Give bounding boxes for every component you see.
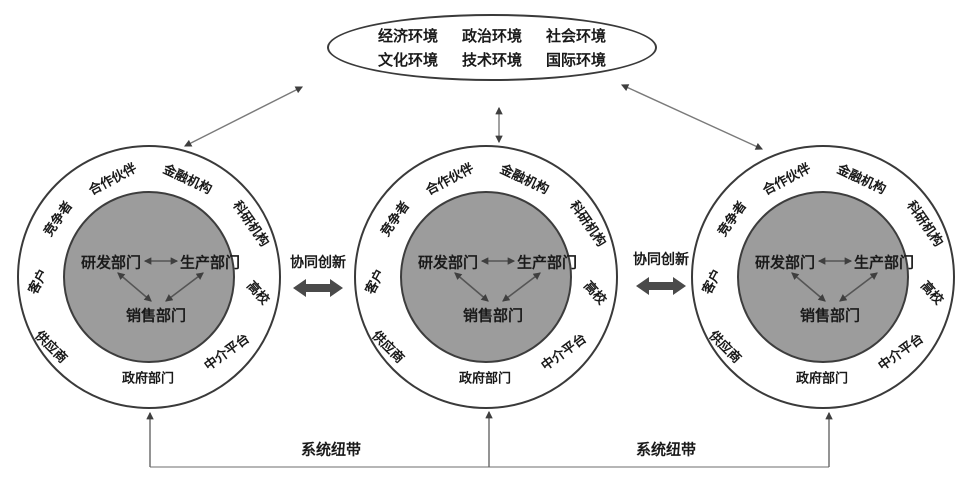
internal-flow-arrows (791, 257, 878, 302)
rd-sales-arrow (454, 272, 489, 302)
synergy-label-left: 协同创新 (290, 255, 346, 271)
environment-row-2: 文化环境 技术环境 国际环境 (378, 49, 606, 70)
internal-flow-arrows (117, 257, 204, 302)
production-department-label: 生产部门 (853, 253, 915, 272)
sales-department-label: 销售部门 (125, 306, 187, 325)
production-department-label: 生产部门 (516, 253, 578, 272)
production-department-label: 生产部门 (179, 253, 241, 272)
env-label-cultural: 文化环境 (377, 51, 438, 69)
environment-ellipse: 经济环境 政治环境 社会环境 文化环境 技术环境 国际环境 (327, 14, 657, 81)
rd-department-label: 研发部门 (754, 253, 816, 272)
synergy-arrow-right (636, 277, 686, 295)
env-label-political: 政治环境 (461, 27, 522, 45)
env-label-technological: 技术环境 (461, 51, 522, 69)
ring-label-government-departments: 政府部门 (458, 371, 512, 387)
env-right-link-arrow (620, 84, 764, 150)
synergy-arrow-left (293, 279, 343, 297)
production-sales-arrow (839, 272, 878, 302)
sales-department-label: 销售部门 (462, 306, 524, 325)
environment-row-1: 经济环境 政治环境 社会环境 (378, 25, 606, 46)
ecosystem-circle-middle: 客户竞争者合作伙伴金融机构科研机构高校中介平台政府部门供应商研发部门生产部门销售… (354, 145, 618, 409)
system-tie-label-left: 系统纽带 (300, 440, 362, 459)
ecosystem-circle-left: 客户竞争者合作伙伴金融机构科研机构高校中介平台政府部门供应商研发部门生产部门销售… (17, 145, 281, 409)
env-left-link-arrow (183, 86, 304, 147)
rd-sales-arrow (117, 272, 152, 302)
ring-label-government-departments: 政府部门 (121, 371, 175, 387)
production-sales-arrow (502, 272, 541, 302)
ring-label-government-departments: 政府部门 (795, 371, 849, 387)
system-tie-label-right: 系统纽带 (635, 440, 697, 459)
rd-sales-arrow (791, 272, 826, 302)
env-label-social: 社会环境 (546, 27, 607, 45)
synergy-label-right: 协同创新 (633, 252, 689, 268)
ecosystem-circle-right: 客户竞争者合作伙伴金融机构科研机构高校中介平台政府部门供应商研发部门生产部门销售… (691, 145, 955, 409)
env-label-international: 国际环境 (546, 51, 607, 69)
production-sales-arrow (165, 272, 204, 302)
internal-flow-arrows (454, 257, 541, 302)
rd-department-label: 研发部门 (417, 253, 479, 272)
rd-department-label: 研发部门 (80, 253, 142, 272)
sales-department-label: 销售部门 (799, 306, 861, 325)
env-label-economic: 经济环境 (377, 27, 438, 45)
